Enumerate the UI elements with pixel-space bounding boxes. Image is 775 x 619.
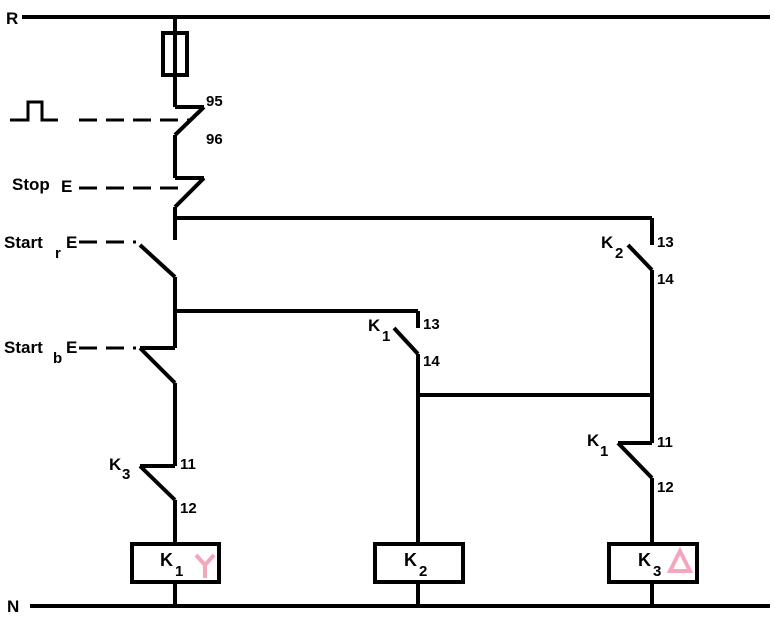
k2-hold-terminal-14: 14 [657,271,674,288]
start-r-subscript: r [55,245,61,262]
k1-interlock-sub: 1 [600,443,608,460]
stop-contact [173,176,206,240]
k3-interlock-sub: 3 [122,466,130,483]
coil-k2-sub: 2 [419,563,427,580]
star-icon [194,553,216,578]
k2-hold-sub: 2 [615,245,623,262]
fuse [161,17,189,107]
coil-k3-sub: 3 [653,563,661,580]
k1-hold-sub: 1 [382,328,390,345]
coil-k2-name: K [404,550,417,570]
k1-interlock-terminal-11: 11 [657,434,673,451]
k3-interlock-name: K [109,455,122,474]
k3-interlock-terminal-11: 11 [180,456,196,473]
k1-hold-contact [392,311,420,544]
coil-k3: K 3 [607,542,699,584]
start-b-actuator: E [66,338,77,357]
start-b-subscript: b [53,350,62,367]
rail-n-label: N [7,597,19,616]
k1-hold-terminal-14: 14 [423,353,440,370]
overload-terminal-95: 95 [206,93,223,110]
start-r-contact [138,243,177,348]
k1-interlock-contact [616,441,654,544]
k1-interlock-terminal-12: 12 [657,479,674,496]
coil-k1-name: K [160,550,173,570]
stop-label: Stop [12,175,50,194]
k2-hold-terminal-13: 13 [657,234,674,251]
coil-k1: K 1 [130,542,221,584]
k1-interlock-name: K [587,431,600,450]
start-r-label: Start [4,233,43,252]
rail-r-label: R [6,9,18,28]
k3-interlock-contact [138,464,177,544]
start-b-contact [138,346,177,466]
k1-hold-name: K [368,316,381,335]
coil-k1-sub: 1 [175,563,183,580]
start-b-label: Start [4,338,43,357]
thermal-relay-icon [10,100,58,122]
k3-interlock-terminal-12: 12 [180,500,197,517]
start-r-actuator: E [66,233,77,252]
k1-hold-terminal-13: 13 [423,316,440,333]
delta-icon [666,546,694,573]
overload-contact [173,105,206,178]
k2-hold-name: K [601,233,614,252]
stop-actuator: E [61,177,72,196]
overload-terminal-96: 96 [206,131,223,148]
k2-hold-contact [626,218,654,443]
coil-k2: K 2 [373,542,465,584]
coil-k3-name: K [638,550,651,570]
